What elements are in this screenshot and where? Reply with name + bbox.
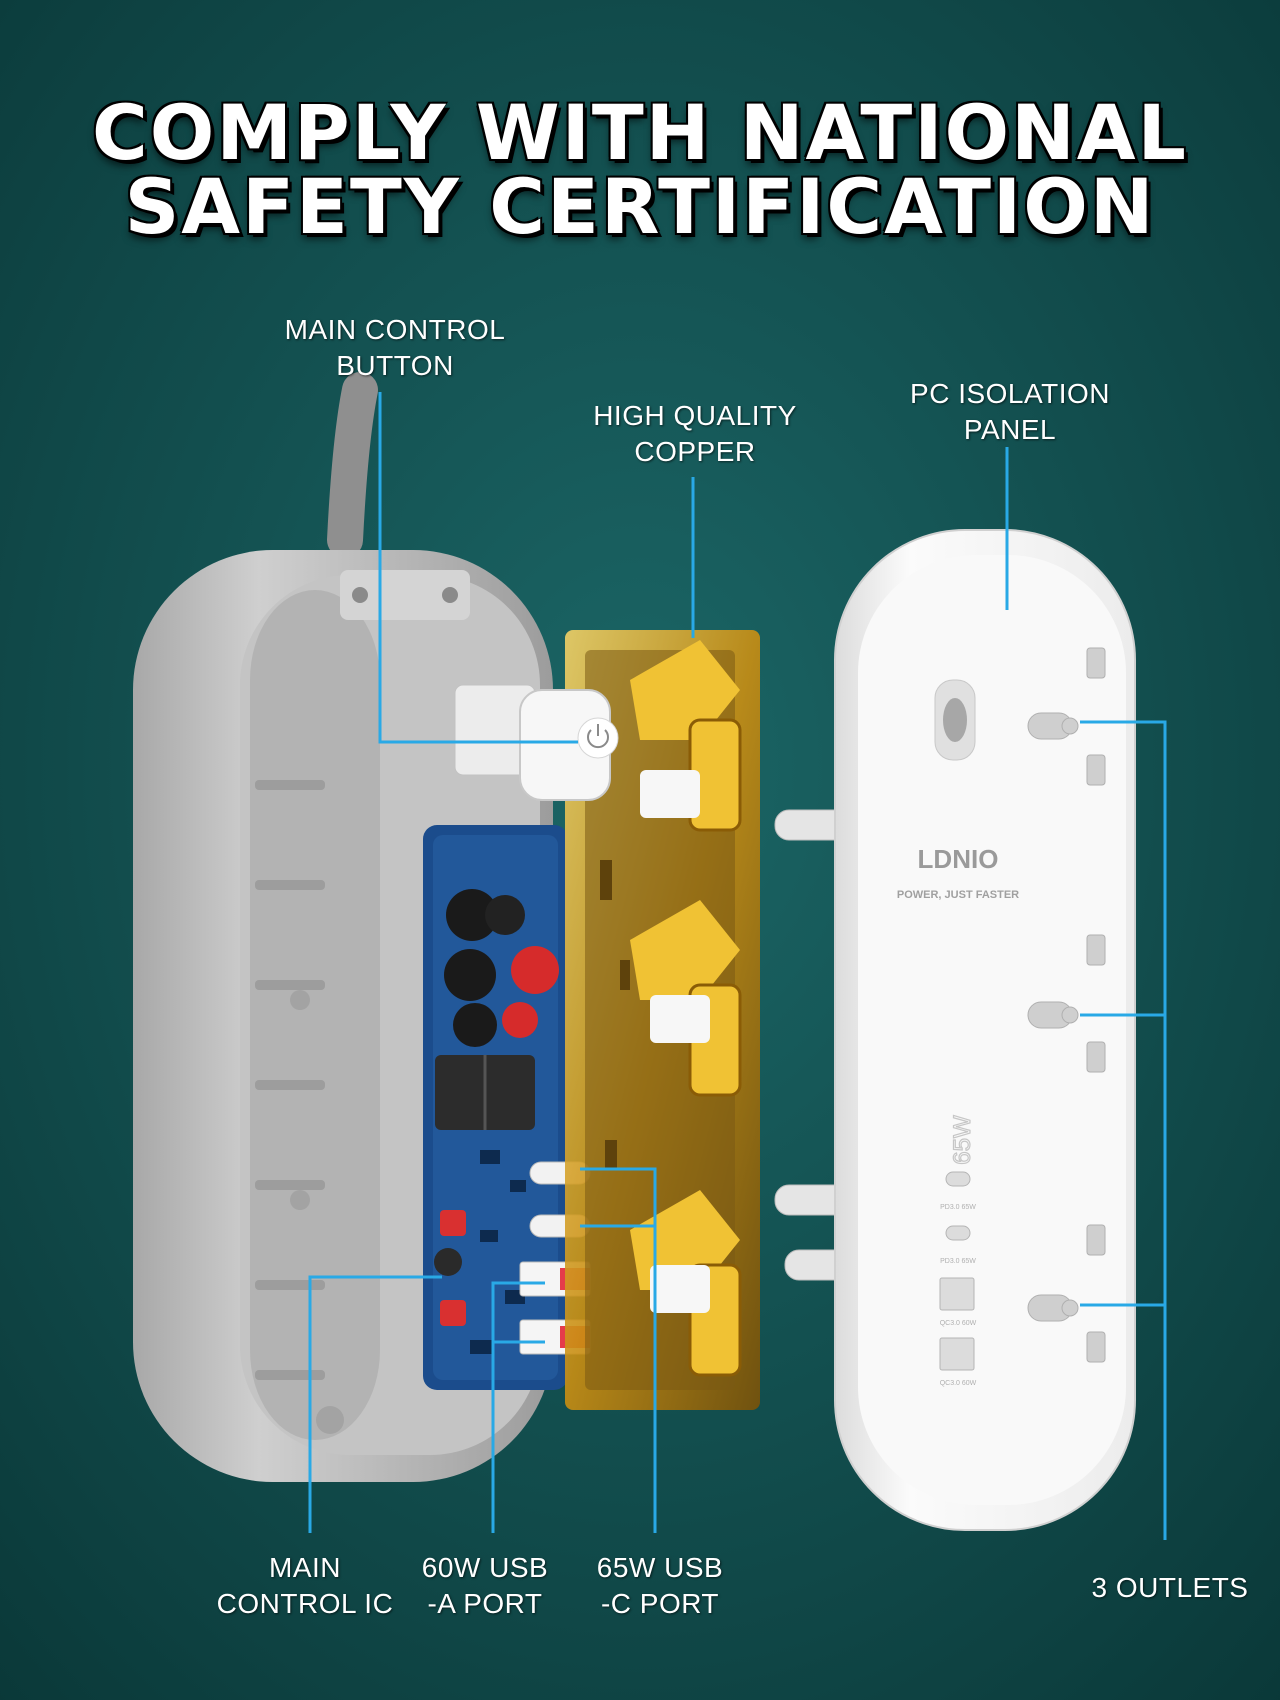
label-high-quality-copper: HIGH QUALITY COPPER bbox=[585, 398, 805, 470]
label-usb-c-port-l2: -C PORT bbox=[600, 1588, 720, 1619]
label-main-control-button-l2: BUTTON bbox=[336, 350, 454, 381]
label-main-control-ic: MAIN CONTROL IC bbox=[205, 1550, 405, 1622]
label-high-quality-copper-l2: COPPER bbox=[634, 436, 756, 467]
copper-frame bbox=[565, 630, 760, 1410]
pcb-board bbox=[423, 825, 568, 1390]
power-cord bbox=[327, 372, 378, 558]
label-outlets: 3 OUTLETS bbox=[1070, 1570, 1270, 1606]
pc-isolation-panel-shape bbox=[834, 529, 1136, 1531]
label-pc-isolation-panel-l1: PC ISOLATION bbox=[910, 378, 1110, 409]
label-usb-c-port-l1: 65W USB bbox=[596, 1552, 724, 1583]
label-usb-a-port-l2: -A PORT bbox=[427, 1588, 543, 1619]
label-usb-a-port-l1: 60W USB bbox=[421, 1552, 549, 1583]
brand-tagline: POWER, JUST FASTER bbox=[897, 889, 1019, 901]
port-label-2: PD3.0 65W bbox=[940, 1258, 976, 1265]
line-usb-a bbox=[491, 1281, 545, 1533]
outlet-1 bbox=[1027, 647, 1106, 786]
line-main-control-ic bbox=[308, 1275, 442, 1533]
line-outlets bbox=[1080, 720, 1167, 1540]
title-line-1: COMPLY WITH NATIONAL bbox=[92, 88, 1188, 177]
label-pc-isolation-panel-l2: PANEL bbox=[963, 414, 1057, 445]
label-usb-a-port: 60W USB -A PORT bbox=[405, 1550, 565, 1622]
callout-lines bbox=[308, 392, 1167, 1540]
label-main-control-button-l1: MAIN CONTROL bbox=[284, 314, 506, 345]
label-usb-c-port: 65W USB -C PORT bbox=[580, 1550, 740, 1622]
power-button bbox=[454, 684, 619, 801]
brand-logo: LDNIO bbox=[918, 844, 999, 874]
label-pc-isolation-panel: PC ISOLATION PANEL bbox=[900, 376, 1120, 448]
panel-usb-ports bbox=[939, 1171, 975, 1371]
title-line-2: SAFETY CERTIFICATION bbox=[124, 162, 1156, 251]
outlet-3 bbox=[1027, 1224, 1106, 1363]
label-main-control-ic-l1: MAIN bbox=[269, 1552, 341, 1583]
port-label-1: PD3.0 65W bbox=[940, 1204, 976, 1211]
wattage-badge: 65W bbox=[949, 1115, 976, 1165]
label-outlets-l1: 3 OUTLETS bbox=[1091, 1572, 1249, 1603]
port-label-3: QC3.0 60W bbox=[940, 1320, 977, 1327]
label-high-quality-copper-l1: HIGH QUALITY bbox=[593, 400, 797, 431]
line-usb-c bbox=[580, 1167, 657, 1533]
label-main-control-ic-l2: CONTROL IC bbox=[216, 1588, 394, 1619]
port-label-4: QC3.0 60W bbox=[940, 1380, 977, 1387]
label-main-control-button: MAIN CONTROL BUTTON bbox=[265, 312, 525, 384]
outlet-2 bbox=[1027, 934, 1106, 1073]
line-main-control-button bbox=[378, 392, 578, 744]
